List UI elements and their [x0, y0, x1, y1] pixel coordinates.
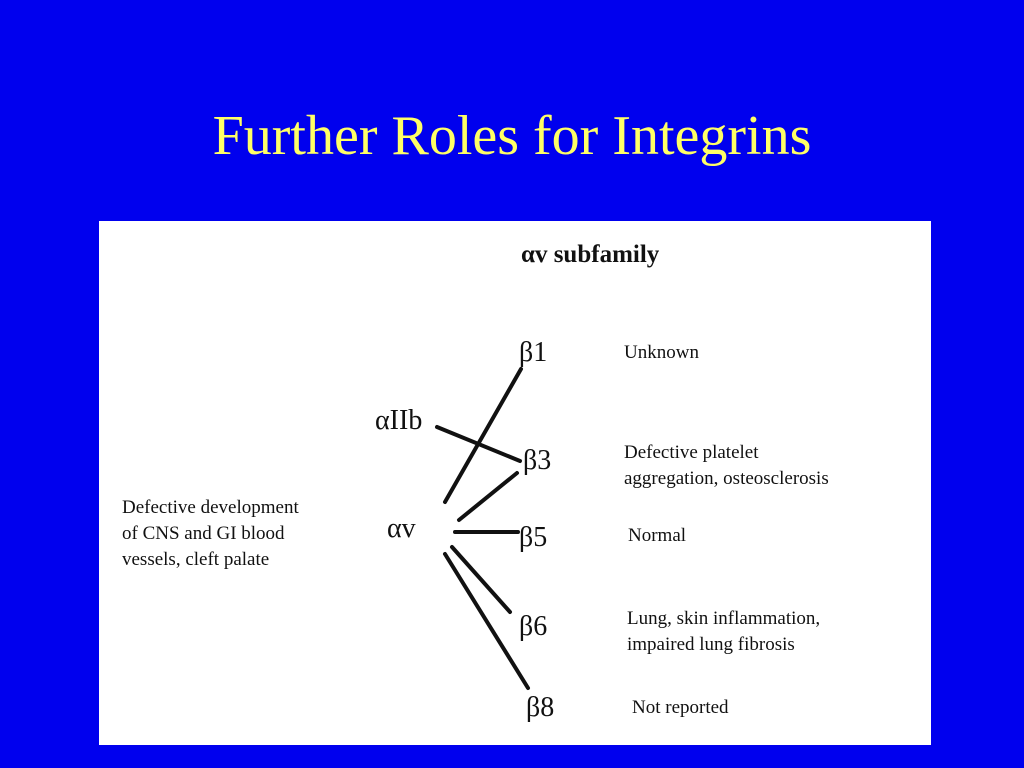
node-alpha-iib: αIIb	[375, 405, 423, 436]
edge-alpha-iib-beta3	[435, 425, 522, 463]
node-alpha-v: αv	[387, 513, 416, 544]
node-beta8: β8	[526, 692, 555, 723]
edge-alpha-v-beta1	[443, 367, 523, 504]
edge-alpha-v-beta3	[457, 471, 519, 522]
edge-alpha-v-beta8	[443, 552, 530, 690]
desc-beta1: Unknown	[624, 342, 699, 363]
node-beta1: β1	[519, 337, 548, 368]
desc-beta6: Lung, skin inflammation, impaired lung f…	[627, 608, 821, 655]
node-beta5: β5	[519, 522, 548, 553]
slide-title: Further Roles for Integrins	[212, 105, 812, 167]
node-beta3: β3	[523, 445, 552, 476]
desc-beta8: Not reported	[632, 697, 729, 718]
node-beta6: β6	[519, 611, 548, 642]
connector-lines	[435, 367, 530, 690]
diagram-panel: αv subfamily αIIb αv β1 β3 β5 β6 β8 Defe…	[99, 221, 931, 745]
desc-beta5: Normal	[628, 525, 687, 546]
edge-alpha-v-beta6	[450, 545, 512, 614]
desc-alpha-v: Defective development of CNS and GI bloo…	[122, 497, 299, 570]
subfamily-heading: αv subfamily	[521, 241, 660, 268]
desc-beta3: Defective platelet aggregation, osteoscl…	[624, 442, 829, 489]
